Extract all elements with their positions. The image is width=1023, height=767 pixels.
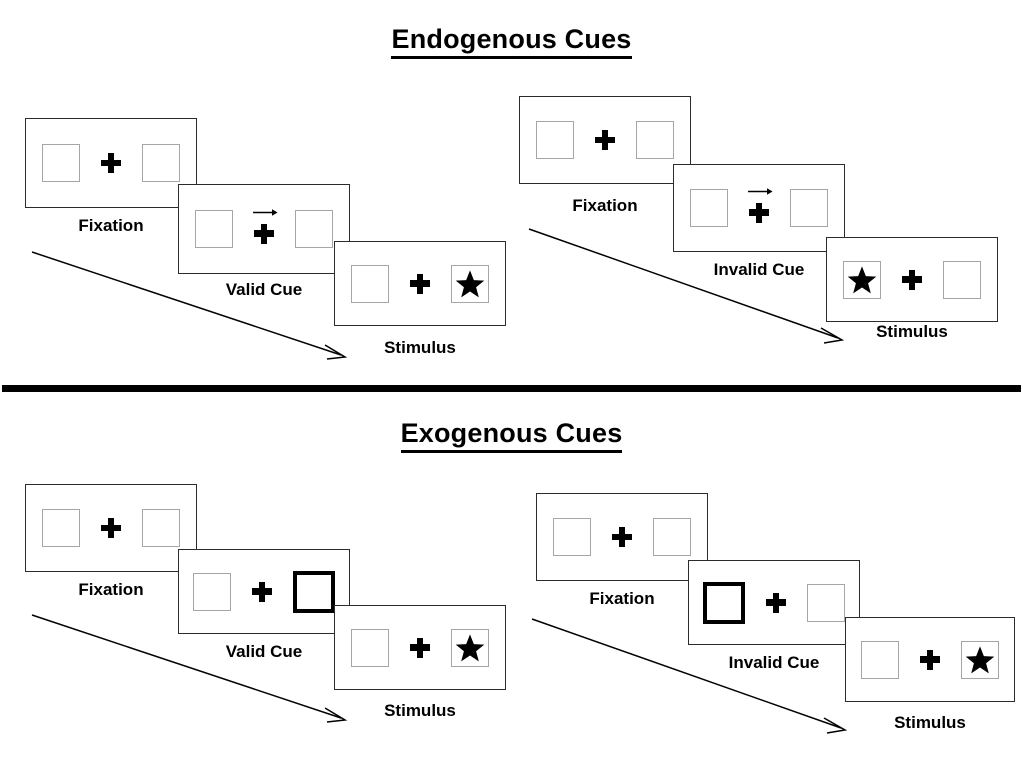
panel-exogenous-invalid-stimulus[interactable] — [845, 617, 1015, 702]
fixation-cross-wrap — [917, 638, 943, 682]
fixation-cross-wrap — [763, 581, 789, 625]
label-endogenous-invalid-cue: Invalid Cue — [713, 260, 805, 279]
panel-exogenous-valid-stimulus[interactable] — [334, 605, 506, 690]
box-left — [690, 189, 728, 227]
plus-icon — [595, 130, 615, 150]
label-exogenous-invalid-cue: Invalid Cue — [728, 653, 820, 672]
plus-icon — [902, 269, 922, 290]
label-endogenous-invalid-stimulus: Stimulus — [876, 322, 948, 341]
plus-icon — [920, 649, 940, 670]
box-right — [142, 509, 180, 547]
box-left — [536, 121, 574, 159]
label-exogenous-invalid-stimulus: Stimulus — [894, 713, 966, 732]
label-exogenous-valid-fixation: Fixation — [78, 580, 144, 599]
box-left — [843, 260, 881, 299]
panel-content — [193, 570, 335, 614]
panel-content — [536, 118, 674, 162]
panel-content — [195, 207, 333, 251]
label-endogenous-valid-cue: Valid Cue — [225, 280, 303, 299]
box-right — [790, 189, 828, 227]
fixation-cross-wrap — [98, 141, 124, 185]
label-endogenous-valid-stimulus: Stimulus — [384, 338, 456, 357]
panel-endogenous-invalid-fixation[interactable] — [519, 96, 691, 184]
star-icon — [965, 645, 995, 675]
box-left-cued — [703, 581, 745, 624]
panel-content — [351, 626, 489, 670]
plus-icon — [101, 153, 121, 173]
panel-content — [861, 638, 999, 682]
plus-icon — [766, 592, 786, 613]
box-left — [42, 144, 80, 182]
fixation-cross-wrap — [899, 258, 925, 302]
box-left — [195, 210, 233, 248]
panel-content — [42, 141, 180, 185]
panel-content — [553, 515, 691, 559]
plus-icon — [612, 527, 632, 547]
plus-icon — [410, 273, 430, 294]
fixation-cross-wrap — [592, 118, 618, 162]
label-exogenous-invalid-fixation: Fixation — [589, 589, 655, 608]
fixation-cross-wrap — [251, 207, 278, 251]
box-right — [636, 121, 674, 159]
fixation-cross-wrap — [609, 515, 635, 559]
plus-icon — [101, 518, 121, 538]
fixation-cross-wrap — [249, 570, 275, 614]
panel-content — [843, 258, 981, 302]
panel-content — [690, 186, 828, 230]
box-right — [961, 640, 999, 679]
box-right — [295, 210, 333, 248]
label-endogenous-invalid-fixation: Fixation — [572, 196, 638, 215]
section-title-exogenous-text: Exogenous Cues — [400, 418, 623, 453]
box-left — [351, 628, 389, 667]
box-right — [807, 583, 845, 622]
star-icon — [455, 269, 485, 299]
arrow-right-icon — [748, 188, 773, 195]
panel-content — [703, 581, 845, 625]
fixation-cross-wrap — [407, 626, 433, 670]
box-left — [861, 640, 899, 679]
section-title-endogenous: Endogenous Cues — [0, 24, 1023, 59]
star-icon — [455, 633, 485, 663]
panel-content — [351, 262, 489, 306]
box-right — [142, 144, 180, 182]
box-left — [193, 572, 231, 611]
panel-exogenous-valid-cue[interactable] — [178, 549, 350, 634]
plus-icon — [252, 581, 272, 602]
star-icon — [847, 265, 877, 295]
panel-exogenous-valid-fixation[interactable] — [25, 484, 197, 572]
panel-endogenous-valid-fixation[interactable] — [25, 118, 197, 208]
panel-endogenous-invalid-cue[interactable] — [673, 164, 845, 252]
panel-exogenous-invalid-fixation[interactable] — [536, 493, 708, 581]
label-exogenous-valid-cue: Valid Cue — [225, 642, 303, 661]
section-title-exogenous: Exogenous Cues — [0, 418, 1023, 453]
box-left — [351, 264, 389, 303]
fixation-cross-wrap — [407, 262, 433, 306]
fixation-cross-wrap — [98, 506, 124, 550]
panel-endogenous-valid-stimulus[interactable] — [334, 241, 506, 326]
section-title-endogenous-text: Endogenous Cues — [391, 24, 632, 59]
box-right — [653, 518, 691, 556]
box-right — [943, 260, 981, 299]
plus-icon — [410, 637, 430, 658]
box-right — [451, 628, 489, 667]
plus-icon — [254, 223, 274, 244]
panel-exogenous-invalid-cue[interactable] — [688, 560, 860, 645]
box-right-cued — [293, 570, 335, 613]
box-left — [553, 518, 591, 556]
fixation-cross-wrap — [746, 186, 773, 230]
arrow-right-icon — [253, 209, 278, 216]
plus-icon — [749, 202, 769, 223]
label-endogenous-valid-fixation: Fixation — [78, 216, 144, 235]
panel-content — [42, 506, 180, 550]
panel-endogenous-valid-cue[interactable] — [178, 184, 350, 274]
section-divider — [2, 385, 1021, 392]
panel-endogenous-invalid-stimulus[interactable] — [826, 237, 998, 322]
box-left — [42, 509, 80, 547]
label-exogenous-valid-stimulus: Stimulus — [384, 701, 456, 720]
box-right — [451, 264, 489, 303]
